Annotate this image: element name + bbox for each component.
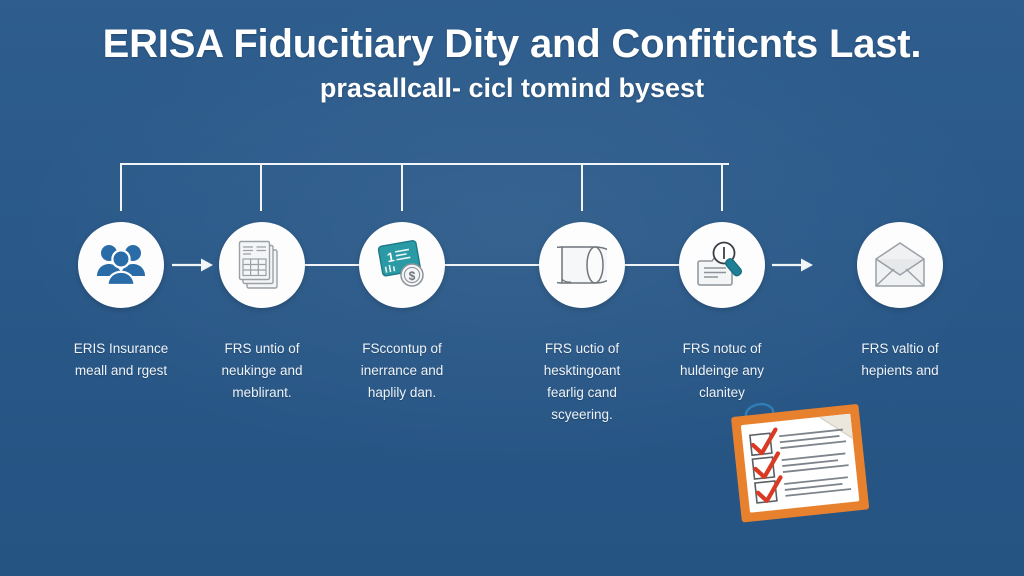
bracket-drop-1 [120, 163, 122, 211]
caption-line: huldeinge any [679, 362, 765, 378]
step-caption-2: FRS untio of neukinge and meblirant. [187, 338, 337, 404]
caption-line: ERIS Insurance [73, 341, 169, 356]
caption-line: meall and rgest [74, 362, 168, 378]
step-bracket-connector [120, 163, 729, 211]
document-magnifier-icon [696, 239, 748, 291]
page-title: ERISA Fiducitiary Dity and Confiticnts L… [102, 22, 922, 66]
step-circle-3[interactable]: 1 $ [359, 222, 445, 308]
bracket-horizontal-line [120, 163, 729, 165]
caption-line: meblirant. [232, 384, 292, 400]
connector-line-3-4 [445, 264, 539, 266]
documents-spreadsheet-icon [238, 240, 286, 290]
caption-line: FRS uctio of [544, 341, 620, 356]
payment-card-coin-icon: 1 $ [375, 240, 429, 290]
bracket-drop-3 [401, 163, 403, 211]
step-circle-2[interactable] [219, 222, 305, 308]
caption-line: neukinge and [221, 362, 303, 378]
connector-line-4-5 [625, 264, 679, 266]
caption-line: hepients and [861, 362, 939, 378]
step-caption-3: FSccontup of inerrance and haplily dan. [327, 338, 477, 404]
cylinder-book-icon [557, 241, 607, 289]
caption-line: FRS valtio of [861, 341, 939, 356]
step-circle-6[interactable] [857, 222, 943, 308]
connector-line-2-3 [305, 264, 359, 266]
svg-text:$: $ [409, 269, 416, 283]
caption-line: clanitey [699, 384, 745, 400]
step-circle-4[interactable] [539, 222, 625, 308]
caption-line: FRS untio of [224, 341, 300, 356]
connector-arrow-1-2 [172, 256, 216, 274]
svg-text:1: 1 [386, 249, 396, 265]
step-circle-5[interactable] [679, 222, 765, 308]
step-caption-4: FRS uctio of hesktingoant fearlig cand s… [507, 338, 657, 425]
caption-line: fearlig cand [547, 384, 617, 400]
caption-line: FRS notuc of [682, 341, 762, 356]
page-subtitle: prasallcall- cicl tomind bysest [319, 72, 705, 103]
caption-line: scyeering. [551, 406, 613, 422]
bracket-drop-4 [581, 163, 583, 211]
step-caption-6: FRS valtio of hepients and [825, 338, 975, 382]
caption-line: hesktingoant [543, 362, 621, 378]
caption-line: haplily dan. [367, 384, 437, 400]
open-envelope-icon [874, 242, 926, 288]
people-group-icon [95, 242, 147, 288]
checklist-clipboard [718, 392, 886, 532]
bracket-drop-2 [260, 163, 262, 211]
title-block: ERISA Fiducitiary Dity and Confiticnts L… [0, 22, 1024, 104]
caption-line: FSccontup of [362, 341, 442, 356]
bracket-drop-5 [721, 163, 723, 211]
step-circle-1[interactable] [78, 222, 164, 308]
connector-arrow-5-6 [772, 256, 816, 274]
step-caption-1: ERIS Insurance meall and rgest [46, 338, 196, 382]
caption-line: inerrance and [360, 362, 444, 378]
step-caption-5: FRS notuc of huldeinge any clanitey [647, 338, 797, 404]
